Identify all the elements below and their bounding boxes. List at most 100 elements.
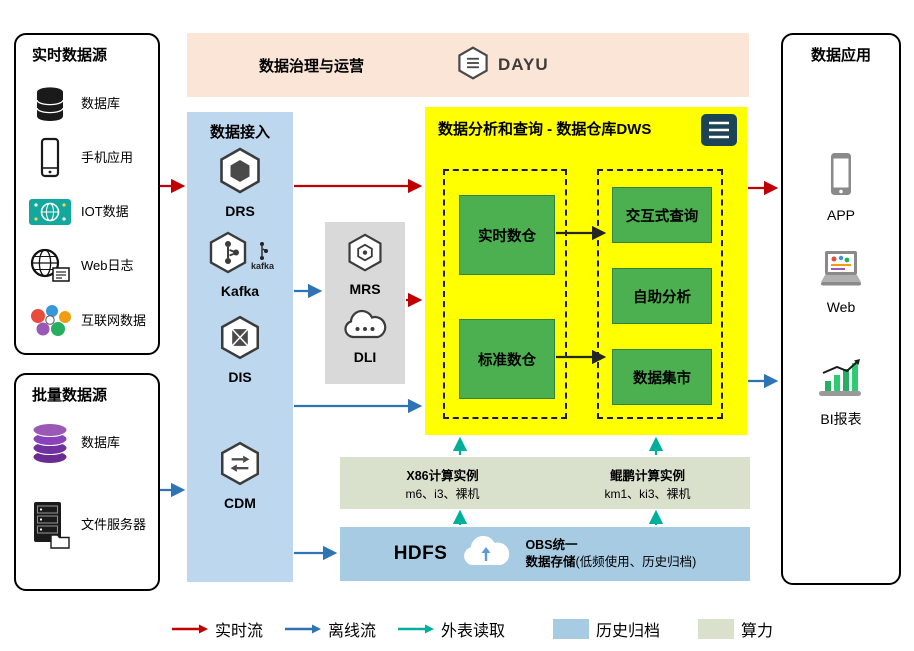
warehouse-realtime: 实时数仓 [459,195,555,275]
warehouse-group: 实时数仓 标准数仓 [443,169,567,419]
dli-cloud-icon [342,308,388,347]
internet-data-icon [26,303,74,339]
source-label: IOT数据 [81,203,129,219]
bi-chart-icon [816,357,866,404]
database-icon [26,85,74,123]
dws-box: 数据分析和查询 - 数据仓库DWS 实时数仓 标准数仓 交互式查询 自助分析 数… [425,107,747,435]
list-item: kafka Kafka [187,230,293,299]
kafka-hexagon-icon [206,230,250,281]
source-label: 文件服务器 [81,516,147,532]
obs-title-line1: OBS统一 [525,538,578,553]
offline-arrow-icon [285,624,321,634]
list-item: BI报表 [783,357,899,429]
purple-database-icon [26,419,74,467]
applications-box: 数据应用 APP [781,33,901,585]
storage-box: HDFS OBS统一 数据存储(低频使用、历史归档) [340,527,750,581]
list-item: 数据库 [26,415,154,471]
legend-label: 实时流 [215,623,264,640]
list-item: 互联网数据 [26,295,154,347]
list-item: 数据库 [26,79,154,129]
services-group: 交互式查询 自助分析 数据集市 [597,169,723,419]
x86-title: X86计算实例 [406,468,479,483]
legend-archive: 历史归档 [553,616,660,642]
list-item: DLI [325,308,405,365]
dayu-hexagon-icon [456,45,490,86]
list-item: IOT数据 [26,187,154,237]
list-item: DRS [187,146,293,219]
source-label: 互联网数据 [81,312,147,328]
dis-hexagon-icon [217,314,263,367]
list-item: CDM [187,440,293,511]
kafka-logo-text: kafka [250,260,275,271]
kafka-logo-icon [259,241,268,260]
obs-note: (低频使用、历史归档) [575,555,697,569]
kafka-logo: kafka [251,241,274,271]
warehouse-standard: 标准数仓 [459,319,555,399]
kunpeng-title: 鲲鹏计算实例 [609,468,685,483]
kunpeng-compute: 鲲鹏计算实例 km1、ki3、裸机 [545,457,750,509]
list-item: MRS [325,232,405,297]
realtime-sources-box: 实时数据源 数据库 手机应用 [14,33,160,355]
service-label: DLI [353,349,377,365]
service-label: MRS [349,281,381,297]
batch-sources-box: 批量数据源 数据库 [14,373,160,591]
web-monitor-icon [816,249,866,294]
application-label: Web [826,299,856,315]
x86-compute: X86计算实例 m6、i3、裸机 [340,457,545,509]
dws-title: 数据分析和查询 - 数据仓库DWS [438,121,652,138]
external-read-arrow-icon [398,624,434,634]
hdfs-label: HDFS [393,543,448,564]
list-item: Web日志 [26,241,154,291]
governance-title: 数据治理与运营 [259,57,365,75]
obs-cloud-icon [460,534,512,575]
phone-icon [26,137,74,179]
legend-compute-power: 算力 [698,616,773,642]
source-label: 数据库 [81,95,121,111]
x86-subtitle: m6、i3、裸机 [405,486,480,501]
service-label: DIS [228,369,252,385]
legend-label: 算力 [741,623,774,640]
list-item: APP [783,151,899,223]
source-label: 手机应用 [81,149,134,165]
cdm-hexagon-icon [217,440,263,493]
list-item: 手机应用 [26,133,154,183]
governance-bar: 数据治理与运营 DAYU [187,33,749,97]
web-globe-icon [26,247,74,285]
applications-title: 数据应用 [810,47,871,64]
realtime-sources-title: 实时数据源 [32,47,108,64]
service-label: CDM [224,495,256,511]
list-item: 文件服务器 [26,493,154,557]
app-phone-icon [824,151,858,202]
source-label: Web日志 [81,257,134,273]
compute-instances-box: X86计算实例 m6、i3、裸机 鲲鹏计算实例 km1、ki3、裸机 [340,457,750,509]
application-label: BI报表 [820,411,862,427]
archive-swatch [553,619,589,639]
legend-label: 历史归档 [596,623,661,640]
dayu-logo: DAYU [456,45,549,86]
legend-label: 外表读取 [441,623,506,640]
obs-label: OBS统一 数据存储(低频使用、历史归档) [525,537,696,571]
service-label: DRS [225,203,255,219]
legend-realtime: 实时流 [172,616,263,642]
service-self-analysis: 自助分析 [612,268,712,324]
service-label: Kafka [220,283,260,299]
obs-title-line2: 数据存储 [525,555,576,569]
list-item: DIS [187,314,293,385]
application-label: APP [826,207,855,223]
service-data-mart: 数据集市 [612,349,712,405]
legend-external-read: 外表读取 [398,616,505,642]
compute-power-swatch [698,619,734,639]
batch-sources-title: 批量数据源 [32,387,108,404]
ingestion-title: 数据接入 [209,124,270,141]
dayu-logo-text: DAYU [498,55,549,74]
legend-offline: 离线流 [285,616,376,642]
drs-hexagon-icon [216,146,264,201]
realtime-arrow-icon [172,624,208,634]
legend-label: 离线流 [328,623,377,640]
staging-box: MRS DLI [325,222,405,384]
kunpeng-subtitle: km1、ki3、裸机 [604,486,691,501]
dws-database-icon [700,113,738,152]
source-label: 数据库 [81,434,121,450]
service-interactive-query: 交互式查询 [612,187,712,243]
